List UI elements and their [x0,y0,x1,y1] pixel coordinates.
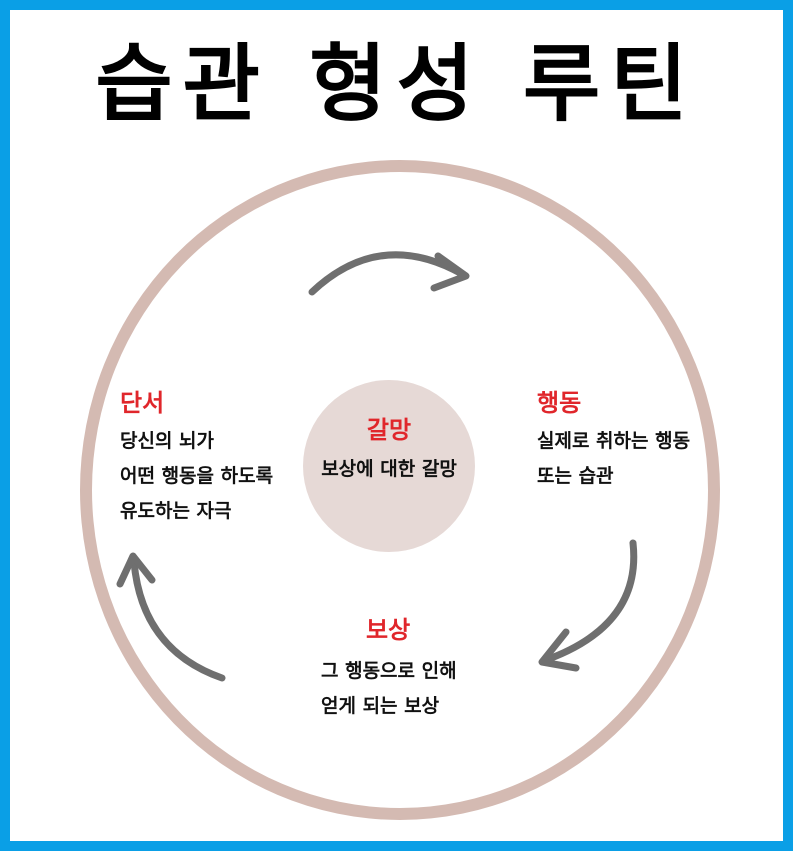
cue-heading: 단서 [120,389,165,417]
center-circle [303,380,475,552]
response-heading: 행동 [537,389,582,417]
reward-line-1: 그 행동으로 인해 [321,660,457,682]
reward-heading: 보상 [366,616,411,644]
response-line-2: 또는 습관 [537,465,614,487]
reward-text: 그 행동으로 인해 얻게 되는 보상 [321,654,457,724]
cue-text: 당신의 뇌가 어떤 행동을 하도록 유도하는 자극 [120,424,273,529]
response-line-1: 실제로 취하는 행동 [537,430,691,452]
center-text-line: 보상에 대한 갈망 [321,458,457,480]
cue-line-2: 어떤 행동을 하도록 [120,465,274,487]
cue-line-3: 유도하는 자극 [120,500,232,522]
diagram-title: 습관 형성 루틴 [95,35,698,133]
center-text: 보상에 대한 갈망 [304,452,474,487]
center-heading: 갈망 [366,416,412,444]
response-text: 실제로 취하는 행동 또는 습관 [537,424,690,494]
reward-line-2: 얻게 되는 보상 [321,695,440,717]
title-background [102,28,682,140]
cue-line-1: 당신의 뇌가 [120,430,215,452]
